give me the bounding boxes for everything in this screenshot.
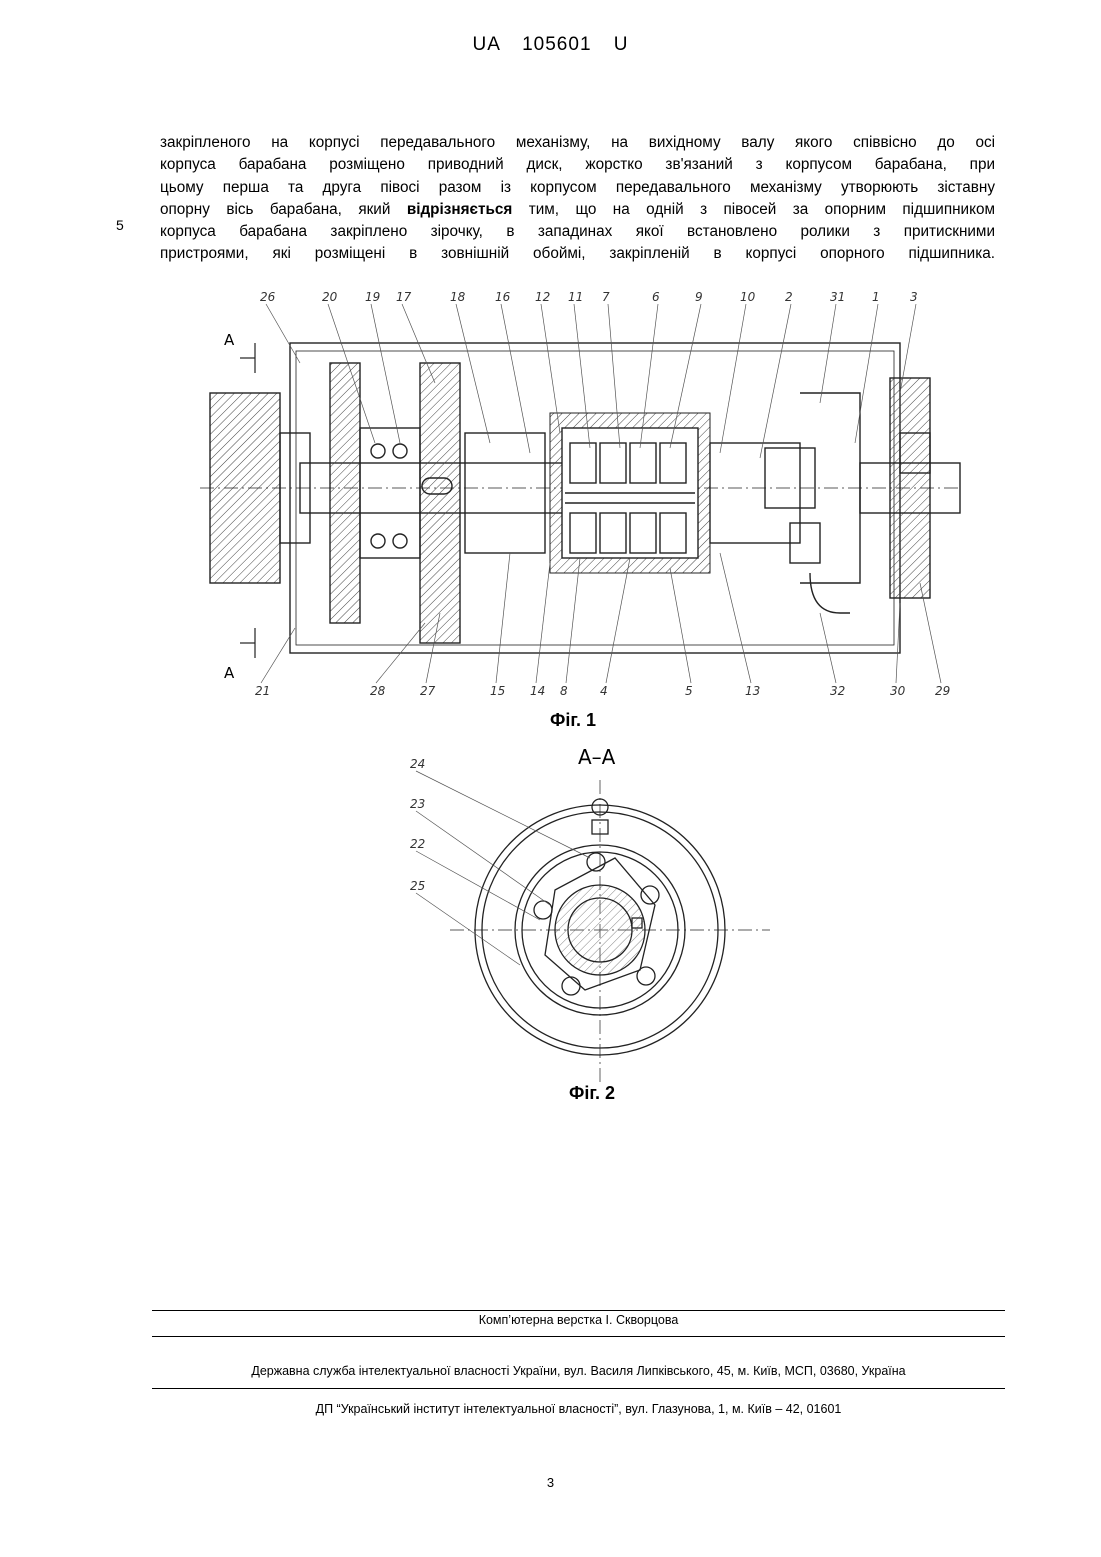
institute-address: ДП “Український інститут інтелектуальної… — [152, 1402, 1005, 1416]
text-line: корпуса барабана закріплено зірочку, в з… — [160, 221, 995, 243]
text-line: корпуса барабана розміщено приводний дис… — [160, 154, 995, 176]
leader-line — [670, 568, 691, 683]
header-kind: U — [614, 34, 629, 55]
reference-numeral: 19 — [365, 290, 380, 304]
leader-line — [855, 304, 878, 443]
reference-numeral: 3 — [910, 290, 918, 304]
leader-line — [496, 553, 510, 683]
reference-numeral: 14 — [530, 684, 545, 698]
reference-numeral: 7 — [602, 290, 610, 304]
reference-numeral: 31 — [830, 290, 845, 304]
reference-numeral: 9 — [695, 290, 703, 304]
text-line: цьому перша та друга півосі разом із кор… — [160, 177, 995, 199]
reference-numeral: 21 — [255, 684, 270, 698]
leader-line — [536, 563, 550, 683]
reference-numeral: 23 — [410, 797, 425, 811]
leader-line — [566, 558, 580, 683]
figure-2-drawing: А–А 24 23 22 25 — [400, 740, 780, 1085]
leader-line — [416, 811, 550, 905]
leader-line — [416, 771, 590, 858]
leader-line — [371, 304, 400, 443]
figure-1-drawing: А А 26201917181612117691023113 212827151… — [200, 283, 970, 708]
reference-numeral: 30 — [890, 684, 906, 698]
reference-numeral: 15 — [490, 684, 505, 698]
reference-numeral: 16 — [495, 290, 511, 304]
claim-paragraph: закріпленого на корпусі передавального м… — [160, 132, 995, 266]
text-line: опорну вісь барабана, який відрізняється… — [160, 199, 995, 221]
text-fragment: тим, що на одній з півосей за опорним пі… — [512, 201, 995, 218]
figure-1-caption: Фіг. 1 — [473, 710, 673, 731]
leader-line — [456, 304, 490, 443]
leader-line — [416, 893, 520, 965]
leader-line — [820, 613, 836, 683]
leader-line — [416, 851, 540, 920]
reference-numeral: 4 — [600, 684, 608, 698]
header-country: UA — [472, 34, 499, 55]
reference-numeral: 8 — [560, 684, 568, 698]
agency-address: Державна служба інтелектуальної власност… — [152, 1364, 1005, 1378]
reference-numeral: 29 — [935, 684, 950, 698]
leader-line — [720, 553, 751, 683]
reference-numeral: 6 — [652, 290, 660, 304]
leader-line — [261, 628, 295, 683]
claim-keyword: відрізняється — [407, 201, 513, 218]
reference-numeral: 12 — [535, 290, 550, 304]
text-fragment: опорну вісь барабана, який — [160, 201, 407, 218]
reference-numeral: 17 — [396, 290, 412, 304]
reference-numeral: 32 — [830, 684, 845, 698]
reference-numeral: 10 — [740, 290, 756, 304]
text-line: закріпленого на корпусі передавального м… — [160, 132, 995, 154]
divider — [152, 1388, 1005, 1389]
reference-numeral: 28 — [370, 684, 386, 698]
reference-numeral: 18 — [450, 290, 466, 304]
reference-numeral: 11 — [568, 290, 583, 304]
leader-line — [501, 304, 530, 453]
reference-numeral: 13 — [745, 684, 760, 698]
header-number: 105601 — [522, 34, 591, 55]
section-mark: А — [224, 331, 235, 349]
reference-numeral: 24 — [410, 757, 425, 771]
reference-numeral: 20 — [322, 290, 338, 304]
reference-numeral: 27 — [420, 684, 436, 698]
patent-header: UA 105601 U — [0, 34, 1101, 56]
reference-numeral: 1 — [872, 290, 880, 304]
reference-numeral: 2 — [785, 290, 793, 304]
reference-numeral: 25 — [410, 879, 425, 893]
section-mark: А — [224, 664, 235, 682]
divider — [152, 1310, 1005, 1311]
leader-line — [720, 304, 746, 453]
leader-line — [820, 304, 836, 403]
divider — [152, 1336, 1005, 1337]
reference-numeral: 5 — [685, 684, 693, 698]
line-number: 5 — [116, 217, 124, 233]
reference-numeral: 22 — [410, 837, 425, 851]
leader-line — [606, 558, 630, 683]
text-line: пристроями, які розміщені в зовнішній об… — [160, 243, 995, 265]
section-title: А–А — [578, 745, 616, 769]
layout-credit: Комп’ютерна верстка І. Скворцова — [152, 1313, 1005, 1327]
reference-numeral: 26 — [260, 290, 276, 304]
page-number: 3 — [0, 1475, 1101, 1490]
figure-2-caption: Фіг. 2 — [492, 1083, 692, 1104]
leader-line — [266, 304, 300, 363]
leader-line — [760, 304, 791, 458]
